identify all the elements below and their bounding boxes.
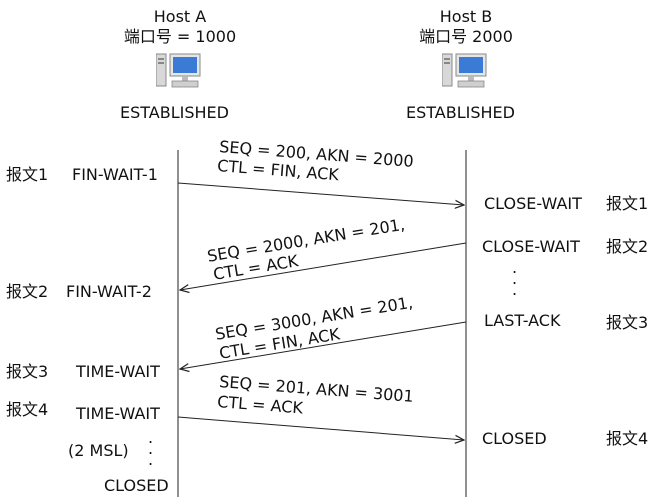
computer-icon [442, 53, 487, 88]
left-state-label: TIME-WAIT [76, 404, 160, 423]
left-state-label: FIN-WAIT-2 [66, 282, 152, 301]
left-msg-label: 报文2 [6, 282, 49, 301]
left-closed-label: CLOSED [104, 476, 169, 495]
right-state-label: LAST-ACK [484, 311, 561, 330]
msl-label: (2 MSL) [68, 441, 129, 460]
segment-4-arrow [177, 416, 464, 440]
left-state-label: TIME-WAIT [76, 362, 160, 381]
host-a-port: 端口号 = 1000 [123, 27, 237, 46]
host-b-name: Host B [439, 7, 493, 26]
right-msg-label: 报文1 [606, 194, 649, 213]
left-state-label: FIN-WAIT-1 [72, 165, 158, 184]
ellipsis-dots: . . . [148, 428, 154, 469]
left-msg-label: 报文1 [6, 165, 49, 184]
host-a-state: ESTABLISHED [120, 103, 229, 122]
computer-icon [156, 53, 201, 88]
right-state-label: CLOSE-WAIT [484, 194, 582, 213]
right-msg-label: 报文3 [606, 313, 649, 332]
ellipsis-dots: . . . [512, 258, 518, 299]
host-a-name: Host A [153, 7, 207, 26]
segment-1-arrow [177, 182, 464, 205]
left-msg-label: 报文3 [6, 362, 49, 381]
host-b-state: ESTABLISHED [406, 103, 515, 122]
right-state-label: CLOSED [482, 429, 547, 448]
segment-2-arrow [180, 242, 467, 290]
left-msg-label: 报文4 [6, 400, 49, 419]
segment-3-arrow [180, 321, 467, 369]
right-state-label: CLOSE-WAIT [482, 237, 580, 256]
right-msg-label: 报文2 [606, 237, 649, 256]
right-msg-label: 报文4 [606, 429, 649, 448]
host-b-port: 端口号 2000 [419, 27, 513, 46]
